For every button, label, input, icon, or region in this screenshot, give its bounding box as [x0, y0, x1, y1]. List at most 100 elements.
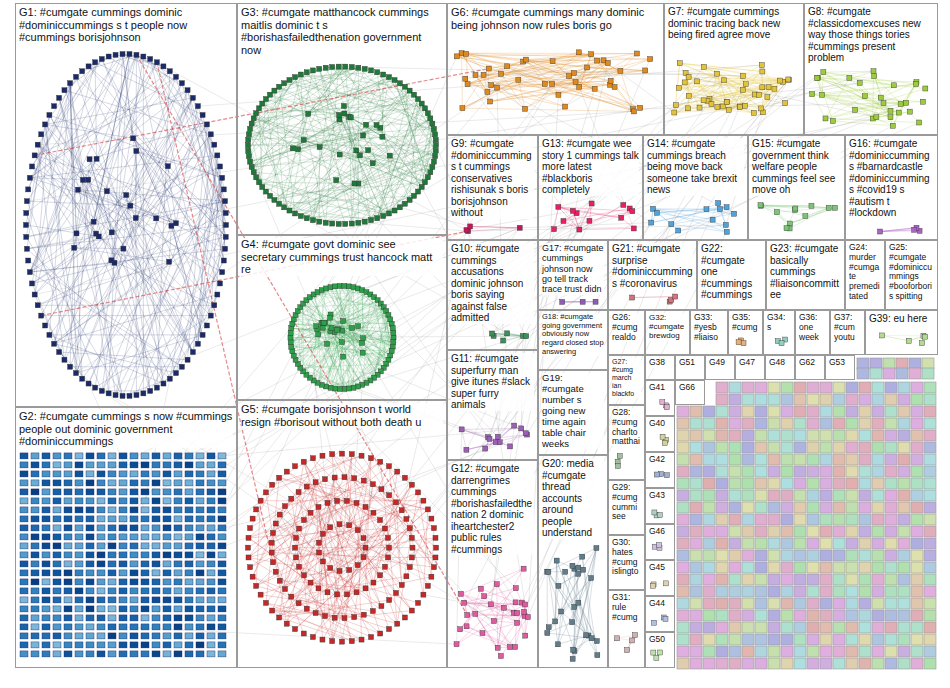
network-edge [254, 172, 337, 180]
network-edge [76, 88, 497, 373]
network-edge [307, 487, 374, 513]
vertex-icon [185, 88, 190, 93]
network-edge [30, 155, 217, 177]
network-edge [291, 538, 388, 597]
network-edge [129, 134, 210, 396]
network-edge [279, 87, 435, 156]
vertex-icon [330, 221, 335, 226]
vertex-icon [254, 111, 259, 116]
vertex-icon [358, 153, 363, 158]
vertex-icon [208, 313, 213, 318]
network-edge [882, 335, 923, 336]
vertex-icon [342, 111, 347, 116]
network-edge [366, 588, 381, 633]
vertex-icon [577, 84, 582, 89]
vertex-icon [576, 50, 581, 55]
vertex-icon [35, 142, 40, 147]
network-edge [38, 262, 169, 305]
network-edge [558, 566, 573, 645]
network-edge [126, 195, 163, 383]
vertex-icon [109, 230, 114, 235]
vertex-icon [643, 68, 648, 73]
vertex-icon [422, 106, 427, 111]
vertex-icon [550, 59, 555, 64]
network-edge [301, 140, 436, 216]
vertex-icon [154, 216, 159, 221]
vertex-icon [433, 148, 438, 153]
vertex-icon [366, 148, 371, 153]
network-edge [525, 63, 608, 109]
network-edge [136, 55, 467, 615]
vertex-icon [343, 221, 348, 226]
vertex-icon [765, 95, 770, 100]
network-edge [761, 206, 835, 208]
vertex-icon [751, 110, 756, 115]
vertex-icon [86, 381, 91, 386]
vertex-icon [52, 104, 57, 109]
network-edge [266, 603, 352, 641]
network-edge [32, 83, 70, 283]
vertex-icon [419, 184, 424, 189]
network-edge [491, 85, 525, 109]
vertex-icon [301, 137, 306, 142]
network-edge [823, 71, 873, 73]
vertex-icon [220, 175, 225, 180]
vertex-icon [488, 99, 493, 104]
network-edge [123, 166, 220, 395]
network-edge [823, 72, 872, 118]
vertex-icon [567, 74, 572, 79]
vertex-icon [24, 234, 29, 239]
vertex-icon [173, 221, 178, 226]
network-edge [460, 584, 497, 629]
network-edge [353, 287, 388, 315]
vertex-icon [573, 80, 578, 85]
vertex-icon [397, 205, 402, 210]
vertex-icon [134, 52, 139, 57]
network-edge [163, 316, 210, 384]
network-edge [211, 166, 220, 315]
network-edge [760, 205, 795, 208]
vertex-icon [416, 97, 421, 102]
vertex-icon [485, 89, 490, 94]
vertex-icon [419, 101, 424, 106]
vertex-icon [290, 146, 295, 151]
vertex-icon [93, 60, 98, 65]
vertex-icon [52, 341, 57, 346]
network-edge [319, 507, 333, 641]
vertex-icon [249, 164, 254, 169]
network-edge [327, 485, 411, 593]
vertex-icon [402, 201, 407, 206]
vertex-icon [165, 164, 170, 169]
vertex-icon [428, 170, 433, 175]
network-edge [484, 596, 514, 612]
vertex-icon [397, 81, 402, 86]
network-edge [462, 429, 467, 449]
network-edge [290, 336, 526, 337]
vertex-icon [337, 117, 342, 122]
network-edge [354, 484, 373, 617]
network-edge [381, 489, 434, 567]
network-edge [525, 617, 528, 636]
vertex-icon [47, 332, 52, 337]
vertex-icon [673, 103, 678, 108]
vertex-icon [686, 106, 691, 111]
network-edge [38, 145, 65, 360]
network-edge [38, 305, 215, 306]
network-edge [287, 482, 316, 623]
network-edge [304, 575, 307, 608]
network-edge [337, 510, 402, 594]
vertex-icon [99, 57, 104, 62]
vertex-icon [348, 115, 353, 120]
vertex-icon [68, 364, 73, 369]
vertex-icon [317, 145, 322, 150]
vertex-icon [298, 72, 303, 77]
network-edge [558, 574, 578, 586]
network-edge [855, 88, 925, 109]
vertex-icon [571, 70, 576, 75]
network-edge [189, 501, 261, 564]
network-edge [27, 100, 704, 201]
vertex-icon [499, 71, 504, 76]
network-edge [35, 90, 188, 155]
vertex-icon [113, 393, 118, 398]
vertex-icon [161, 64, 166, 69]
